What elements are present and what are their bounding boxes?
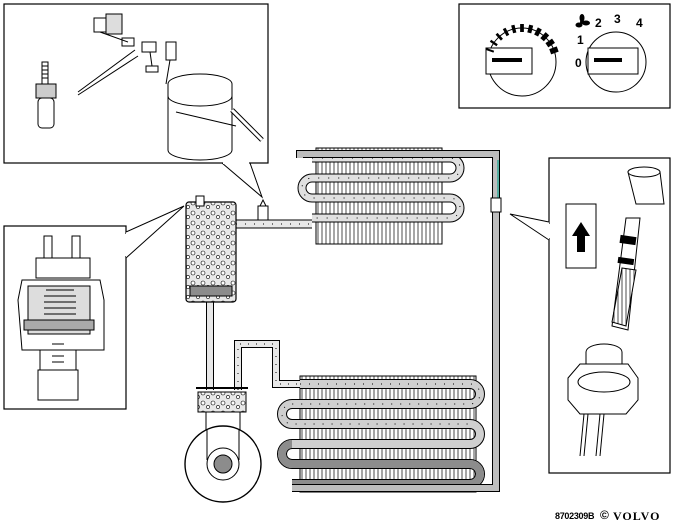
refrigerant-pipes xyxy=(206,150,500,492)
pressure-sensor-detail xyxy=(35,61,57,129)
brand-logo-text: VOLVO xyxy=(613,509,661,523)
temperature-tick xyxy=(511,24,517,34)
fan-speed-label-1: 1 xyxy=(577,33,584,47)
expansion-valve-inset xyxy=(509,157,671,474)
fan-speed-label-2: 2 xyxy=(595,16,602,30)
temperature-tick xyxy=(549,46,559,55)
drier-inset-panel xyxy=(3,3,269,199)
fan-speed-knob xyxy=(585,31,647,93)
fan-control-panel xyxy=(458,3,671,109)
condenser xyxy=(297,147,465,245)
temperature-tick xyxy=(540,32,550,42)
expansion-valve xyxy=(490,197,502,213)
fan-icon xyxy=(575,14,590,28)
temperature-knob xyxy=(485,24,559,97)
up-arrow-icon xyxy=(572,222,590,252)
temperature-tick xyxy=(502,27,510,37)
evaporator xyxy=(277,375,485,493)
pressure-switch-inset xyxy=(3,205,185,410)
valve-fitting xyxy=(567,343,639,457)
flow-direction-box xyxy=(565,203,597,269)
fan-speed-label-0: 0 xyxy=(575,56,582,70)
fan-speed-label-4: 4 xyxy=(636,16,643,30)
copyright-symbol: © xyxy=(600,508,609,522)
fan-speed-label-3: 3 xyxy=(614,12,621,26)
temperature-tick xyxy=(527,24,534,34)
sensor-connector xyxy=(93,13,159,73)
temperature-tick xyxy=(485,48,495,53)
figure-reference-code: 8702309B xyxy=(555,511,595,521)
temperature-tick xyxy=(495,32,503,41)
compressor xyxy=(184,387,262,503)
receiver-drier xyxy=(185,195,269,303)
receiver-drier-detail xyxy=(165,41,264,161)
temperature-tick xyxy=(534,27,542,37)
temperature-tick xyxy=(545,38,555,48)
expansion-valve-stem xyxy=(611,217,641,331)
temperature-tick xyxy=(489,39,498,47)
